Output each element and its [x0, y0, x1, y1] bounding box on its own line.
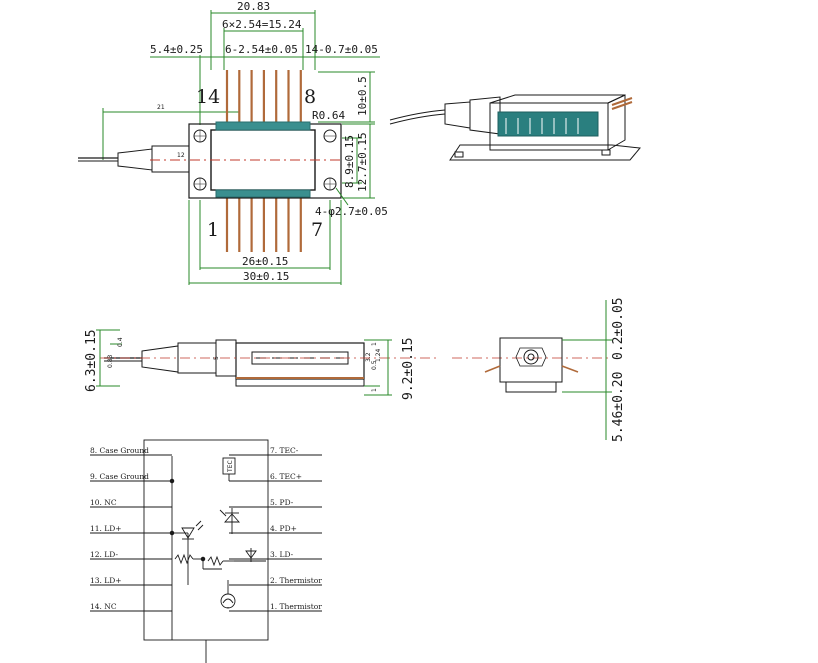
dim-overall-pin-span: 20.83 — [237, 0, 270, 13]
isometric-view — [389, 94, 641, 161]
schematic-pin-label-left: 13. LD+ — [90, 576, 122, 585]
schematic-pin-label-left: 8. Case Ground — [90, 446, 149, 455]
dim-right-small-d: 3.2 — [365, 352, 372, 362]
end-view — [452, 300, 612, 440]
dim-side-offset: 5.4±0.25 — [150, 43, 203, 56]
dim-body-height: 12.7±0.15 — [356, 132, 369, 192]
pin-schematic — [90, 439, 322, 663]
dim-mount-holes: 4-φ2.7±0.05 — [315, 205, 388, 218]
dim-corner-radius: R0.64 — [312, 109, 345, 122]
schematic-pin-label-right: 5. PD- — [270, 498, 294, 507]
top-view — [78, 10, 380, 285]
schematic-pin-label-right: 7. TEC- — [270, 446, 299, 455]
dim-left-small-a: 0.4 — [117, 337, 124, 347]
dim-pin-span-total: 6×2.54=15.24 — [222, 18, 302, 31]
dim-hole-spacing: 8.9±0.15 — [343, 135, 356, 188]
dim-pin-width: 14-0.7±0.05 — [305, 43, 378, 56]
dim-end-bottom: 5.46±0.20 — [611, 372, 626, 442]
pin-number-7: 7 — [311, 219, 323, 241]
pin-number-8: 8 — [304, 86, 316, 108]
schematic-pin-label-right: 6. TEC+ — [270, 472, 302, 481]
dim-pin-length: 10±0.5 — [356, 76, 369, 116]
dim-total-height: 6.3±0.15 — [84, 329, 99, 392]
pin-number-1: 1 — [207, 219, 219, 241]
dim-boot-length: 12 — [177, 152, 185, 159]
dim-body-width: 26±0.15 — [242, 255, 288, 268]
side-view — [96, 329, 440, 396]
dim-left-small-b: 0.83 — [107, 354, 114, 368]
dim-end-top: 0.2±0.05 — [611, 297, 626, 360]
schematic-pin-label-right: 4. PD+ — [270, 524, 297, 533]
dim-boot-dia: 5 — [213, 356, 220, 360]
schematic-pin-label-left: 9. Case Ground — [90, 472, 149, 481]
dim-pitch: 6-2.54±0.05 — [225, 43, 298, 56]
schematic-pin-label-right: 1. Thermistor — [270, 602, 322, 611]
schematic-pin-label-left: 12. LD- — [90, 550, 118, 559]
dim-right-small-c: 1.24 — [375, 348, 382, 362]
dim-right-small-b: 0.5 — [371, 360, 378, 370]
dim-right-small-e: 1 — [371, 388, 378, 392]
schematic-pin-label-left: 14. NC — [90, 602, 117, 611]
dim-flange-width: 30±0.15 — [243, 270, 289, 283]
schematic-pin-label-left: 11. LD+ — [90, 524, 122, 533]
schematic-pin-label-left: 10. NC — [90, 498, 117, 507]
tec-label: TEC — [227, 460, 234, 473]
dim-height-right: 9.2±0.15 — [401, 337, 416, 400]
schematic-pin-label-right: 2. Thermistor — [270, 576, 322, 585]
dim-right-small-a: 1 — [371, 342, 378, 346]
pin-number-14: 14 — [196, 86, 220, 108]
schematic-pin-label-right: 3. LD- — [270, 550, 294, 559]
dim-fiber-length: 21 — [157, 104, 165, 111]
